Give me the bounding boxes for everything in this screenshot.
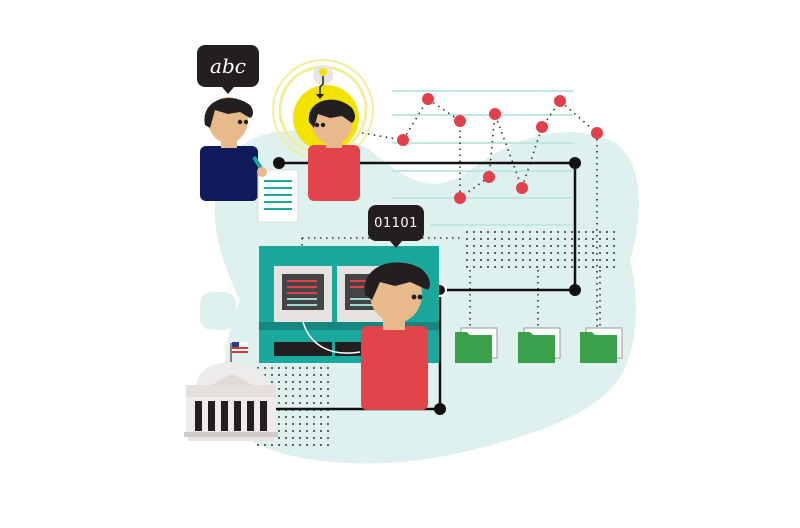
capitol-building xyxy=(184,342,278,441)
network-nodes xyxy=(273,157,581,415)
chart-dots xyxy=(397,93,603,204)
speech-bubble-abc-text: abc xyxy=(210,54,246,78)
small-blob xyxy=(200,292,236,330)
dot-grid-right xyxy=(466,231,615,268)
speech-bubble-binary: 01101 xyxy=(368,205,424,248)
dot-grid-left xyxy=(257,367,329,446)
speech-bubble-binary-text: 01101 xyxy=(374,215,418,231)
writer-figure xyxy=(200,97,299,223)
operator-figure xyxy=(361,262,430,410)
speech-bubble-abc: abc xyxy=(197,45,259,94)
folders xyxy=(455,327,623,363)
thinker-figure xyxy=(272,59,374,201)
